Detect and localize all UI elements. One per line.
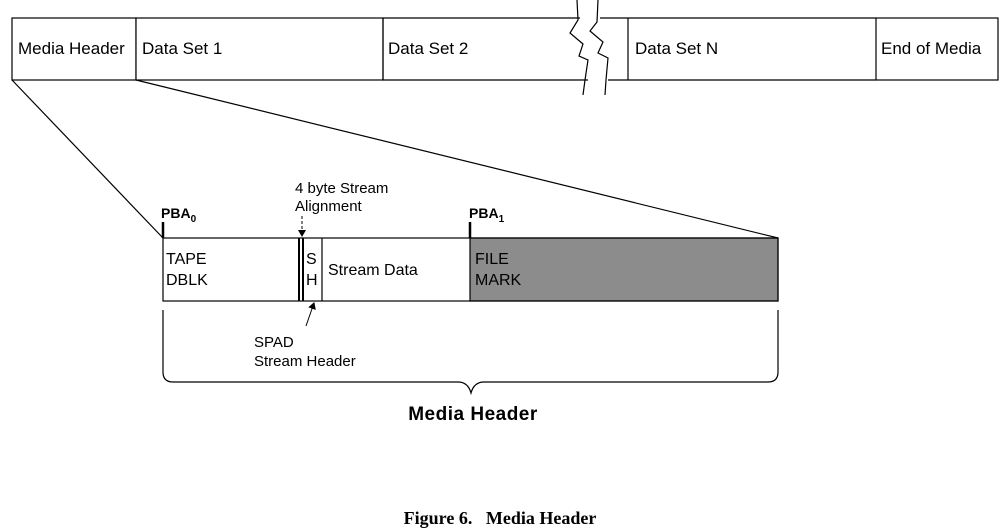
media-header-cell (11, 17, 137, 81)
data-set-2-cell (382, 17, 588, 81)
break-mark-left (569, 0, 589, 96)
media-layout-row: Media Header Data Set 1 Data Set 2 Data … (11, 0, 999, 96)
alignment-note-line-1: 4 byte Stream (295, 180, 388, 197)
brace-label: Media Header (408, 404, 538, 425)
spad-note-line-1: SPAD (254, 334, 294, 351)
pba-1-marker: PBA1 (468, 205, 505, 238)
pba-1-label: PBA (469, 205, 499, 221)
alignment-note-line-2: Alignment (295, 198, 363, 215)
data-set-2-label: Data Set 2 (388, 39, 468, 58)
end-of-media-cell (875, 17, 999, 81)
data-set-n-cell (600, 17, 876, 81)
data-set-1-cell (135, 17, 384, 81)
file-label: FILE (475, 251, 509, 268)
mark-label: MARK (475, 272, 522, 289)
expansion-line-left (11, 79, 164, 239)
spad-note-line-2: Stream Header (254, 353, 356, 370)
spad-arrow (305, 302, 316, 327)
end-of-media-label: End of Media (881, 39, 982, 58)
detail-strip: TAPE DBLK S H Stream Data FILE MARK (162, 237, 779, 302)
tape-label: TAPE (166, 251, 207, 268)
spad-annotation: SPAD Stream Header (254, 302, 356, 370)
expansion-line-right (135, 79, 779, 239)
pba-0-marker: PBA0 (161, 205, 197, 238)
pba-0-label: PBA (161, 205, 191, 221)
media-header-label: Media Header (18, 39, 125, 58)
media-header-brace (162, 310, 779, 396)
pba-0-subscript: 0 (191, 214, 197, 225)
dblk-label: DBLK (166, 272, 208, 289)
break-mark-right (589, 0, 609, 96)
svg-text:PBA1: PBA1 (469, 205, 505, 225)
sh-h-label: H (306, 272, 318, 289)
data-set-1-label: Data Set 1 (142, 39, 222, 58)
figure-number: Figure 6. (403, 508, 473, 528)
file-mark-block (469, 237, 779, 302)
stream-data-label: Stream Data (328, 262, 418, 279)
sh-s-label: S (306, 251, 317, 268)
pba-1-subscript: 1 (499, 214, 505, 225)
figure-title: Media Header (485, 508, 597, 528)
alignment-annotation: 4 byte Stream Alignment (295, 180, 388, 237)
figure-caption: Figure 6. Media Header (0, 508, 1000, 529)
svg-text:PBA0: PBA0 (161, 205, 197, 225)
data-set-n-label: Data Set N (635, 39, 718, 58)
